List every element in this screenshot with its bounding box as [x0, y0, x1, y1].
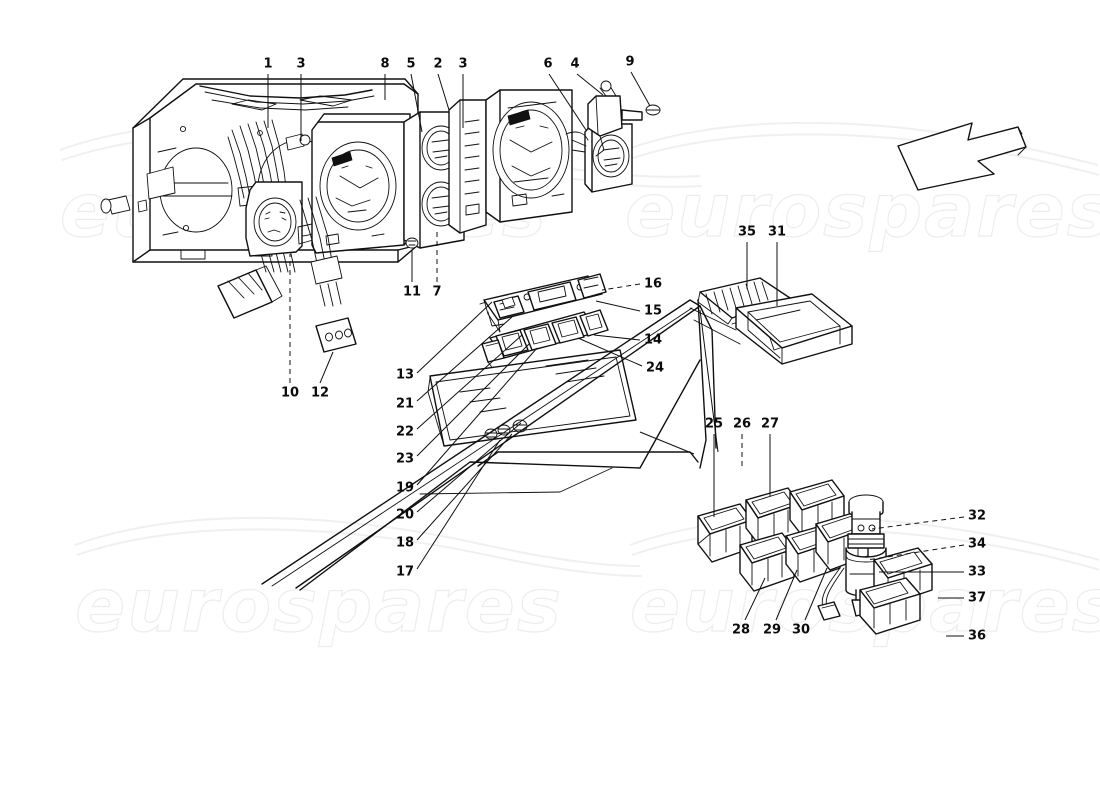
- callout-number-4: 4: [570, 56, 580, 72]
- stalk-switch-unit: [587, 80, 661, 157]
- callout-number-16: 16: [643, 276, 663, 292]
- console-box-assembly: [689, 277, 853, 365]
- callout-number-37: 37: [967, 590, 987, 606]
- rocker-switch-pair-36-37: [859, 547, 933, 635]
- instrument-cluster-assembly: [100, 78, 661, 353]
- console-storage-tray: [735, 293, 853, 365]
- callout-number-23: 23: [395, 451, 415, 467]
- callout-number-25: 25: [704, 416, 724, 432]
- callout-number-33: 33: [967, 564, 987, 580]
- callout-number-29: 29: [762, 622, 782, 638]
- callout-number-30: 30: [791, 622, 811, 638]
- callout-number-9: 9: [625, 54, 635, 70]
- callout-number-21: 21: [395, 396, 415, 412]
- harness-connector-12: [299, 196, 357, 353]
- callout-number-13: 13: [395, 367, 415, 383]
- callout-number-22: 22: [395, 424, 415, 440]
- gauge-module-left: [245, 181, 314, 257]
- gauge-speedometer: [485, 89, 573, 223]
- callout-number-8: 8: [380, 56, 390, 72]
- callout-number-17: 17: [395, 564, 415, 580]
- warning-lamp-module: [285, 99, 487, 234]
- callout-number-35: 35: [737, 224, 757, 240]
- callout-number-1: 1: [263, 56, 273, 72]
- rocker-switch-25: [697, 503, 753, 563]
- callout-number-7: 7: [432, 284, 442, 300]
- callout-number-28: 28: [731, 622, 751, 638]
- switch-panel-group: [261, 273, 717, 591]
- callout-number-32: 32: [967, 508, 987, 524]
- callout-number-20: 20: [395, 507, 415, 523]
- direction-arrow: [897, 122, 1027, 191]
- callout-number-19: 19: [395, 480, 415, 496]
- rocker-switch-cluster: [697, 479, 933, 635]
- callout-number-5: 5: [406, 56, 416, 72]
- callout-number-26: 26: [732, 416, 752, 432]
- callout-number-31: 31: [767, 224, 787, 240]
- switch-strip-lower: [481, 309, 609, 371]
- callout-number-36: 36: [967, 628, 987, 644]
- switch-strip-upper: [479, 273, 607, 333]
- gauge-tachometer: [311, 113, 411, 254]
- callout-number-34: 34: [967, 536, 987, 552]
- callout-number-12: 12: [310, 385, 330, 401]
- callout-number-6: 6: [543, 56, 553, 72]
- callout-number-14: 14: [643, 332, 663, 348]
- callout-number-2: 2: [433, 56, 443, 72]
- callout-number-24: 24: [645, 360, 665, 376]
- gauge-module-right: [565, 123, 633, 193]
- callout-number-10: 10: [280, 385, 300, 401]
- callout-number-27: 27: [760, 416, 780, 432]
- callout-number-11: 11: [402, 284, 422, 300]
- callout-number-18: 18: [395, 535, 415, 551]
- leader-lines: [267, 71, 965, 637]
- callout-number-3a: 3: [296, 56, 306, 72]
- callout-number-3b: 3: [458, 56, 468, 72]
- callout-number-15: 15: [643, 303, 663, 319]
